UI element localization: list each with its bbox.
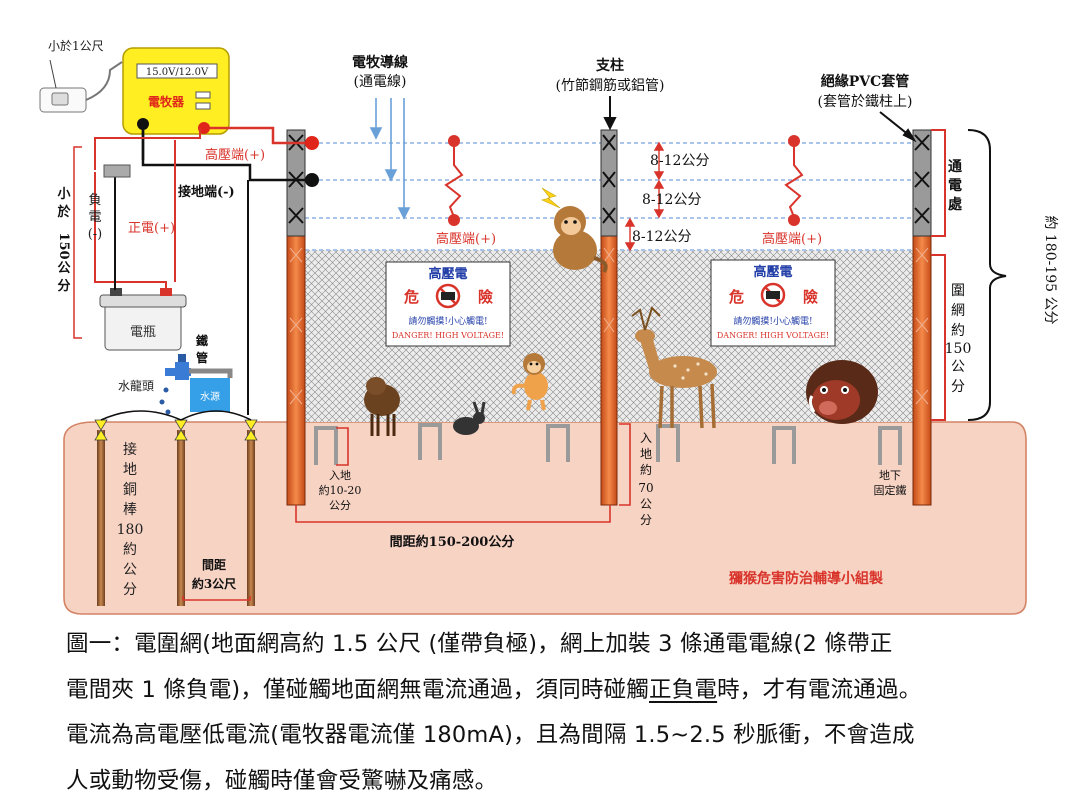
caption-line-2c: 時，才有電流通過。 bbox=[717, 676, 922, 703]
negative-label-group: 負 電 (-) bbox=[88, 193, 103, 242]
post-subtitle: (竹節鋼筋或鋁管) bbox=[556, 77, 665, 94]
anchor-label-1: 地下 bbox=[879, 469, 901, 482]
rod-label-8: 分 bbox=[123, 582, 137, 598]
bury-deep-5: 公 bbox=[640, 497, 652, 511]
deer bbox=[631, 306, 717, 429]
energized-zone-1: 通 bbox=[948, 159, 962, 175]
device-name-text: 電牧器 bbox=[148, 94, 185, 109]
battery-label: 電瓶 bbox=[130, 325, 156, 340]
distance-left-1: 小 bbox=[57, 187, 70, 202]
caption-line-2a: 電間夾 1 條負電)，僅碰觸地面網無電流通過，須同時碰觸 bbox=[66, 676, 649, 703]
net-zone-4: 150 bbox=[945, 341, 972, 357]
caption-line-2-underlined: 正負電 bbox=[649, 676, 718, 703]
tap-label-1: 鐵 bbox=[196, 333, 208, 348]
net-zone-6: 分 bbox=[951, 379, 965, 395]
sign-warn-left: 請勿觸摸!小心觸電! bbox=[408, 315, 487, 327]
caption-line-3: 電流為高電壓低電流(電牧器電流僅 180mA)，且為間隔 1.5~2.5 秒脈衝… bbox=[66, 722, 915, 748]
credit-label: 獼猴危害防治輔導小組製 bbox=[729, 570, 883, 587]
distance-left-4: 公 bbox=[57, 261, 70, 276]
fence-wire-title: 電牧導線 bbox=[352, 54, 408, 71]
sign-top-left: 高壓電 bbox=[428, 266, 467, 282]
caption-line-2: 電間夾 1 條負電)，僅碰觸地面網無電流通過，須同時碰觸正負電時，才有電流通過。 bbox=[66, 668, 1066, 714]
rabbit bbox=[453, 401, 486, 435]
sign-warn-right: 請勿觸摸!小心觸電! bbox=[733, 315, 812, 327]
rod-spacing-1: 間距 bbox=[202, 558, 226, 572]
rod-label-5: 180 bbox=[117, 522, 144, 538]
rod-label-2: 地 bbox=[123, 462, 137, 478]
rod-label-7: 公 bbox=[123, 562, 137, 578]
bury-deep-1: 入 bbox=[640, 431, 652, 445]
distance-left-2: 於 bbox=[57, 204, 71, 220]
sign-danger-left-2: 險 bbox=[478, 288, 493, 306]
negative-label-1: 負 bbox=[88, 193, 101, 208]
net-zone-3: 約 bbox=[951, 323, 965, 339]
rod-spacing-2: 約3公尺 bbox=[192, 576, 236, 591]
negative-label-2: 電 bbox=[88, 210, 101, 225]
electric-fence-diagram: 15.0V/12.0V 電牧器 小於1公尺 電瓶 負 電 (-) 正電(+) bbox=[39, 38, 1058, 615]
hv-terminal-label-3: 高壓端(+) bbox=[762, 231, 822, 247]
caption-line-1: 圖一：電圍網(地面網高約 1.5 公尺 (僅帶負極)，網上加裝 3 條通電電線(… bbox=[66, 631, 893, 657]
ground-terminal-label: 接地端(-) bbox=[178, 184, 235, 200]
monkey-small bbox=[511, 353, 548, 411]
sign-english-right: DANGER! HIGH VOLTAGE! bbox=[717, 331, 829, 340]
monkey-on-wire bbox=[553, 206, 608, 274]
distance-top-label: 小於1公尺 bbox=[48, 38, 104, 53]
warning-sign-left: 高壓電 危 險 請勿觸摸!小心觸電! DANGER! HIGH VOLTAGE! bbox=[385, 261, 511, 347]
power-outlet bbox=[39, 87, 87, 113]
boar-small bbox=[364, 377, 400, 436]
bury-deep-3: 約 bbox=[640, 462, 652, 477]
spacing-label-1: 8-12公分 bbox=[650, 153, 709, 169]
water-faucet: 水源 bbox=[159, 354, 233, 415]
bury-shallow-1: 入地 bbox=[329, 469, 351, 482]
bury-deep-4: 70 bbox=[638, 481, 653, 495]
hv-terminal-label-2: 高壓端(+) bbox=[436, 231, 496, 247]
energizer-device: 15.0V/12.0V 電牧器 bbox=[122, 47, 230, 135]
sign-top-right: 高壓電 bbox=[753, 264, 792, 280]
sign-danger-right-2: 險 bbox=[803, 288, 818, 306]
rod-label-4: 棒 bbox=[123, 502, 137, 518]
fence-post-right bbox=[912, 129, 932, 506]
bury-deep-2: 地 bbox=[640, 447, 652, 461]
device-display-text: 15.0V/12.0V bbox=[146, 67, 209, 78]
bury-shallow-3: 公分 bbox=[329, 499, 351, 512]
sign-danger-left-1: 危 bbox=[404, 288, 419, 306]
warning-sign-right: 高壓電 危 險 請勿觸摸!小心觸電! DANGER! HIGH VOLTAGE! bbox=[710, 259, 836, 347]
post-spacing-label: 間距約150-200公分 bbox=[390, 534, 515, 550]
distance-left-3: 150 bbox=[56, 232, 71, 259]
wild-boar bbox=[806, 360, 878, 424]
sign-english-left: DANGER! HIGH VOLTAGE! bbox=[392, 331, 504, 340]
lightning-icon bbox=[541, 187, 561, 209]
caption-line-4: 人或動物受傷，碰觸時僅會受驚嚇及痛感。 bbox=[66, 767, 498, 794]
rod-label-1: 接 bbox=[123, 441, 137, 458]
pvc-subtitle: (套管於鐵柱上) bbox=[818, 93, 913, 110]
rod-label-3: 銅 bbox=[123, 482, 137, 498]
net-zone-5: 公 bbox=[951, 359, 965, 375]
net-zone-2: 網 bbox=[951, 303, 965, 319]
fence-wire-subtitle: (通電線) bbox=[354, 74, 407, 90]
sign-danger-right-1: 危 bbox=[729, 288, 744, 306]
total-height-label: 約 180-195 公分 bbox=[1042, 215, 1058, 324]
water-label: 水源 bbox=[200, 390, 220, 403]
positive-label: 正電(+) bbox=[128, 221, 175, 236]
energized-zone-2: 電 bbox=[948, 177, 962, 194]
distance-left-5: 分 bbox=[57, 278, 70, 294]
hv-terminal-label-1: 高壓端(+) bbox=[205, 147, 265, 163]
negative-label-3: (-) bbox=[88, 227, 103, 242]
faucet-label: 水龍頭 bbox=[118, 378, 154, 393]
spacing-label-2: 8-12公分 bbox=[642, 192, 701, 208]
figure-caption: 圖一：電圍網(地面網高約 1.5 公尺 (僅帶負極)，網上加裝 3 條通電電線(… bbox=[66, 622, 1066, 804]
bury-deep-6: 分 bbox=[640, 513, 652, 527]
spacing-label-3: 8-12公分 bbox=[632, 229, 691, 245]
energized-zone-3: 處 bbox=[948, 196, 963, 213]
post-title: 支柱 bbox=[595, 57, 624, 74]
tap-label-2: 管 bbox=[196, 350, 208, 365]
rod-label-6: 約 bbox=[123, 542, 137, 558]
pvc-title: 絕緣PVC套管 bbox=[821, 73, 910, 90]
anchor-label-2: 固定鐵 bbox=[874, 483, 907, 497]
net-zone-1: 圍 bbox=[951, 283, 965, 299]
bury-shallow-2: 約10-20 bbox=[319, 483, 362, 497]
battery: 電瓶 bbox=[99, 288, 187, 351]
